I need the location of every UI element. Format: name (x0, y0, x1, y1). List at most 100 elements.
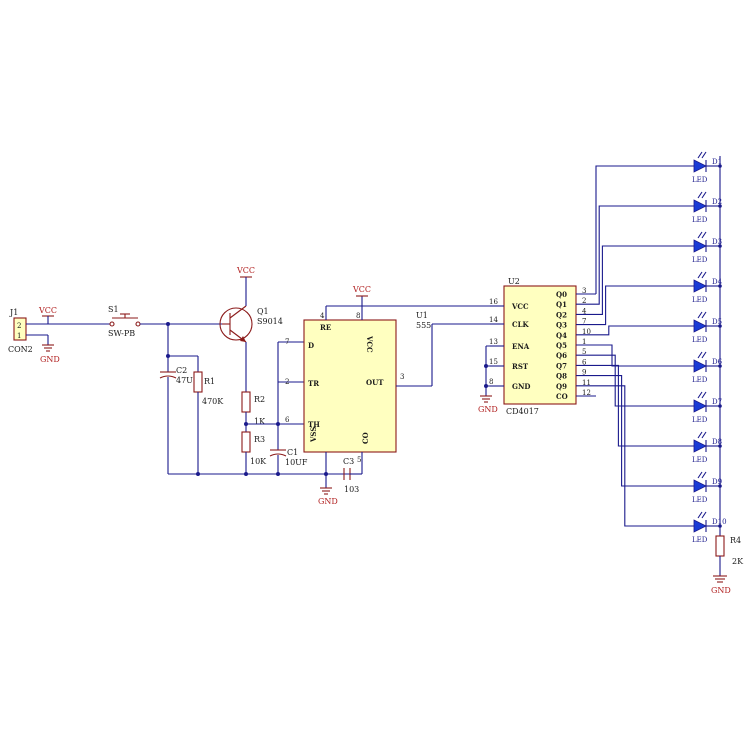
led-ref: D10 (712, 518, 727, 526)
led-ref: D8 (712, 438, 722, 446)
r2-ref: R2 (254, 395, 265, 404)
u1-name: 555 (416, 321, 431, 330)
junction-dot (718, 524, 722, 528)
pin-name-out: OUT (366, 378, 384, 387)
junction-dot (718, 484, 722, 488)
junction-dot (718, 404, 722, 408)
led-ray (701, 391, 707, 399)
led-triangle (693, 199, 707, 213)
led-ray (701, 431, 707, 439)
pin-name-vcc: VCC (365, 335, 374, 353)
led-ray (701, 271, 707, 279)
gnd-label: GND (40, 355, 60, 364)
led-name: LED (692, 176, 708, 184)
junction-dot (718, 324, 722, 328)
pin-num: 5 (582, 348, 586, 356)
pin-name: Q9 (556, 382, 567, 391)
led-triangle (693, 319, 707, 333)
pin-num: 3 (400, 373, 404, 381)
pin-name: Q2 (556, 310, 567, 319)
vcc-label: VCC (352, 285, 371, 294)
connector-j1: J1 2 1 CON2 (8, 308, 48, 354)
pin-num: 4 (320, 312, 325, 320)
output-wire (596, 325, 694, 336)
junction-dot (718, 204, 722, 208)
led-name: LED (692, 216, 708, 224)
r2-val: 1K (254, 417, 266, 426)
junction-dot (718, 364, 722, 368)
capacitor-c1: C1 10UF (269, 448, 308, 474)
r1-ref: R1 (204, 377, 215, 386)
pin-num: 8 (356, 312, 360, 320)
output-wire (596, 245, 694, 315)
pin-name-tr: TR (308, 379, 319, 388)
pin-name-d: D (308, 341, 314, 350)
gnd-label: GND (478, 405, 498, 414)
led-triangle (693, 399, 707, 413)
pin-num: 7 (285, 338, 289, 346)
gnd-label: GND (711, 586, 731, 595)
switch-s1: S1 SW-PB (108, 305, 141, 338)
pin-name: Q3 (556, 321, 567, 330)
pin-num: 14 (489, 316, 498, 324)
c3-val: 103 (344, 485, 359, 494)
j1-ref: J1 (9, 308, 18, 317)
junction-dot (718, 164, 722, 168)
vcc-symbol-555: VCC (352, 285, 371, 297)
junction-dot (718, 244, 722, 248)
pin-num: 11 (582, 379, 591, 387)
pin-name: CLK (512, 320, 529, 329)
led-name: LED (692, 296, 708, 304)
led-ray (697, 151, 703, 159)
pin-num: 2 (285, 378, 289, 386)
led-ray (701, 471, 707, 479)
j1-pin2: 2 (17, 322, 21, 330)
ic-cd4017: U2 CD4017 (503, 277, 577, 416)
c2-val: 47U (176, 376, 193, 385)
pin-name: Q5 (556, 341, 567, 350)
ground-symbol-r4: GND (711, 575, 731, 595)
pin-name: RST (512, 362, 529, 371)
pin-name-co: CO (361, 432, 370, 444)
pin-num: 10 (582, 328, 591, 336)
led-name: LED (692, 336, 708, 344)
c1-val: 10UF (285, 458, 308, 467)
r4-val: 2K (732, 557, 744, 566)
pin-num: 4 (582, 307, 587, 315)
led-column: D1LEDD2LEDD3LEDD4LEDD5LEDD6LEDD7LEDD8LED… (692, 151, 727, 544)
led-ray (701, 311, 707, 319)
output-wire (595, 165, 694, 294)
led-ray (697, 351, 703, 359)
pin-name: ENA (512, 342, 530, 351)
pin-num: 5 (357, 456, 361, 464)
pin-name: Q8 (556, 372, 567, 381)
output-wire (596, 354, 694, 407)
led-name: LED (692, 416, 708, 424)
ic-555: U1 555 7 D 2 TR 6 TH 4 RE 8 VCC OUT 3 VS… (285, 296, 431, 464)
led-name: LED (692, 536, 708, 544)
led-triangle (693, 519, 707, 533)
junction-dot (718, 444, 722, 448)
vcc-symbol-q1: VCC (236, 266, 255, 306)
pin-name: GND (512, 382, 530, 391)
pin-name: CO (556, 392, 568, 401)
led-ref: D7 (712, 398, 722, 406)
output-wire (596, 285, 694, 326)
led-triangle (693, 439, 707, 453)
q1-name: S9014 (257, 317, 283, 326)
led-ray (697, 231, 703, 239)
led-ray (697, 471, 703, 479)
led-ray (701, 511, 707, 519)
led-triangle (693, 239, 707, 253)
pin-name-th: TH (308, 420, 320, 429)
led-ray (701, 191, 707, 199)
pin-name-re: RE (320, 323, 331, 332)
led-ray (701, 151, 707, 159)
pin-name: Q0 (556, 290, 567, 299)
led-ray (697, 391, 703, 399)
output-wire (596, 375, 694, 487)
